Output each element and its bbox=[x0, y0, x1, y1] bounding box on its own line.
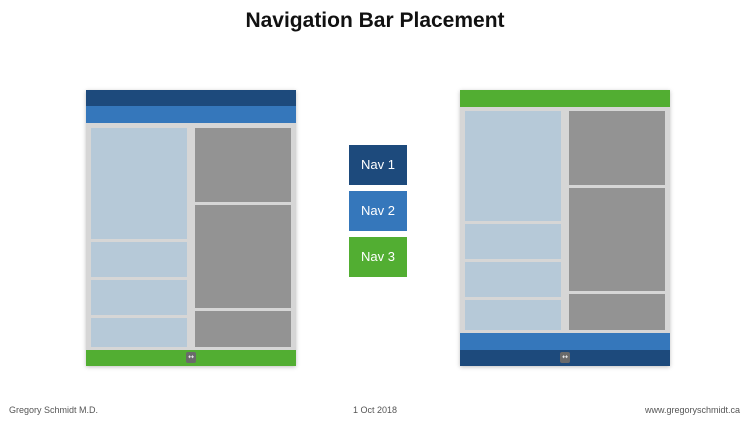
content-panel-light bbox=[91, 318, 187, 347]
content-panel-dark bbox=[195, 311, 291, 347]
page-title: Navigation Bar Placement bbox=[245, 9, 505, 32]
footer-date: 1 Oct 2018 bbox=[352, 405, 398, 415]
mockup-nav3-bar bbox=[460, 90, 670, 107]
content-panel-light bbox=[465, 262, 561, 297]
content-panel-light bbox=[465, 224, 561, 259]
footer-author: Gregory Schmidt M.D. bbox=[9, 405, 99, 415]
footer-website[interactable]: www.gregoryschmidt.ca bbox=[644, 405, 740, 415]
nav2-button[interactable]: Nav 2 bbox=[349, 191, 407, 231]
content-panel-dark-tall bbox=[569, 188, 665, 291]
content-panel-dark bbox=[569, 111, 665, 185]
content-panel-light bbox=[91, 242, 187, 277]
left-layout-mockup: ↔ bbox=[86, 90, 296, 366]
content-panel-light bbox=[465, 300, 561, 330]
mockup-nav2-bar bbox=[460, 333, 670, 350]
right-layout-mockup: ↔ bbox=[460, 90, 670, 366]
nav1-button[interactable]: Nav 1 bbox=[349, 145, 407, 185]
mockup-nav1-bar bbox=[86, 90, 296, 106]
content-panel-dark-tall bbox=[195, 205, 291, 308]
content-panel-dark bbox=[569, 294, 665, 330]
mockup-nav2-bar bbox=[86, 106, 296, 123]
content-panel-light bbox=[91, 280, 187, 315]
resize-horizontal-icon[interactable]: ↔ bbox=[560, 352, 570, 363]
content-panel-light-tall bbox=[465, 111, 561, 221]
content-panel-dark bbox=[195, 128, 291, 202]
content-panel-light-tall bbox=[91, 128, 187, 239]
nav3-button[interactable]: Nav 3 bbox=[349, 237, 407, 277]
resize-horizontal-icon[interactable]: ↔ bbox=[186, 352, 196, 363]
